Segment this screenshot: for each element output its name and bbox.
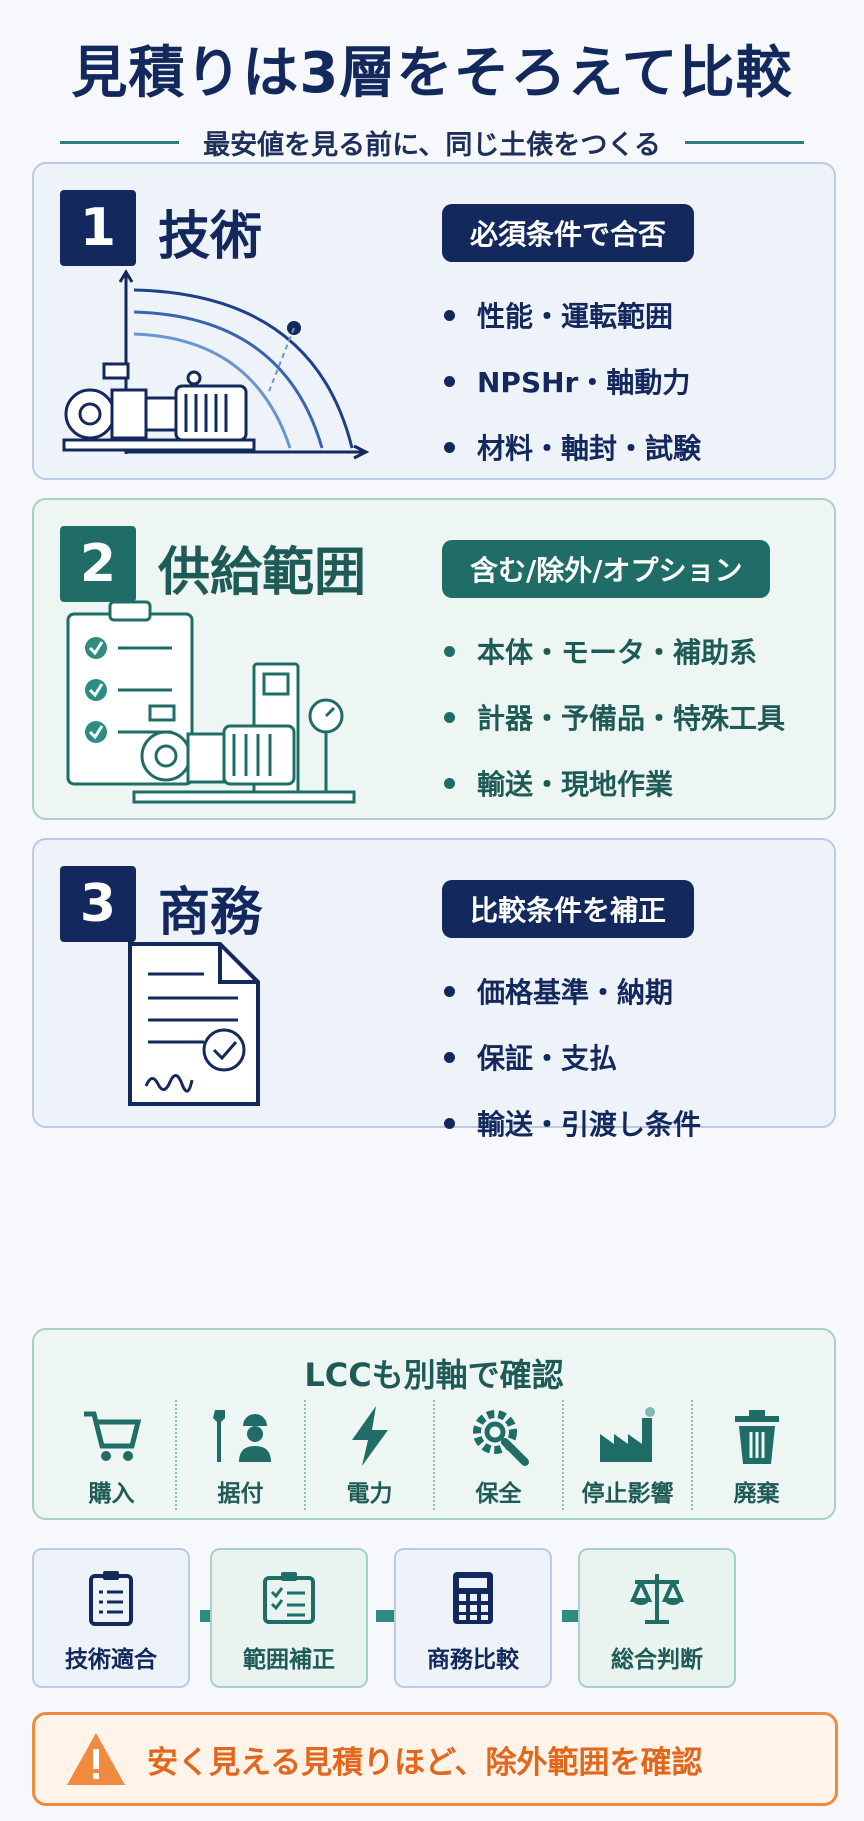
section-heading: 供給範囲 — [158, 543, 367, 603]
process-flow: 技術適合 範囲補正 商務比較 総合判断 — [32, 1548, 832, 1688]
lcc-title: LCCも別軸で確認 — [304, 1356, 564, 1394]
signed-document-icon — [128, 942, 260, 1106]
bullet-list: 性能・運転範囲 NPSHr・軸動力 材料・軸封・試験 — [444, 282, 701, 480]
lcc-items: 購入 据付 電力 保全 — [48, 1400, 820, 1510]
bullet-list: 本体・モータ・補助系 計器・予備品・特殊工具 輸送・現地作業 — [444, 618, 785, 816]
flow-step-scope: 範囲補正 — [210, 1548, 368, 1688]
list-item: 材料・軸封・試験 — [444, 414, 701, 480]
section-pill: 比較条件を補正 — [442, 880, 695, 938]
lcc-item-maintenance: 保全 — [433, 1400, 562, 1510]
pump-curve-icon — [62, 269, 370, 460]
list-item: 価格基準・納期 — [444, 958, 701, 1024]
section-heading: 技術 — [158, 207, 263, 267]
section-number: 1 — [60, 190, 136, 266]
factory-icon — [599, 1407, 655, 1462]
lcc-item-install: 据付 — [175, 1400, 304, 1510]
checklist-icon — [263, 1572, 315, 1624]
list-item: NPSHr・軸動力 — [444, 348, 701, 414]
lcc-item-purchase: 購入 — [48, 1400, 175, 1510]
subtitle-row: 最安値を見る前に、同じ土俵をつくる — [60, 122, 804, 162]
cart-icon — [83, 1411, 141, 1461]
lcc-item-power: 電力 — [304, 1400, 433, 1510]
checklist-pump-icon — [66, 600, 356, 804]
calculator-icon — [453, 1572, 493, 1624]
bullet-list: 価格基準・納期 保証・支払 輸送・引渡し条件 — [444, 958, 701, 1156]
list-item: 輸送・現地作業 — [444, 750, 785, 816]
page-title: 見積りは3層をそろえて比較 — [71, 41, 793, 106]
list-item: 輸送・引渡し条件 — [444, 1090, 701, 1156]
list-item: 本体・モータ・補助系 — [444, 618, 785, 684]
section-number: 2 — [60, 526, 136, 602]
list-item: 計器・予備品・特殊工具 — [444, 684, 785, 750]
gear-wrench-icon — [472, 1410, 529, 1466]
lcc-item-downtime: 停止影響 — [562, 1400, 691, 1510]
section-pill: 含む/除外/オプション — [442, 540, 771, 598]
subtitle: 最安値を見る前に、同じ土俵をつくる — [203, 129, 661, 161]
section-technical: 1 技術 必須条件で合否 性能・運転範囲 NPSHr・軸動力 材料・軸封・試験 — [32, 162, 836, 480]
warning-banner: 安く見える見積りほど、除外範囲を確認 — [32, 1712, 838, 1806]
subtitle-line-left — [60, 140, 180, 144]
warning-icon — [67, 1733, 125, 1785]
list-item: 保証・支払 — [444, 1024, 701, 1090]
section-pill: 必須条件で合否 — [442, 204, 695, 262]
flow-step-commercial: 商務比較 — [394, 1548, 552, 1688]
section-scope: 2 供給範囲 含む/除外/オプション 本体・モータ・補助系 計器・予備品・特殊工… — [32, 498, 836, 820]
flow-step-decision: 総合判断 — [578, 1548, 736, 1688]
trash-icon — [734, 1410, 779, 1464]
lightning-icon — [351, 1406, 388, 1466]
clipboard-icon — [89, 1571, 133, 1626]
subtitle-line-right — [684, 140, 804, 144]
lcc-panel: LCCも別軸で確認 購入 据付 電力 — [32, 1328, 836, 1520]
lcc-item-disposal: 廃棄 — [691, 1400, 820, 1510]
section-number: 3 — [60, 866, 136, 942]
section-commercial: 3 商務 比較条件を補正 価格基準・納期 保証・支払 輸送・引渡し条件 — [32, 838, 836, 1141]
warning-text: 安く見える見積りほど、除外範囲を確認 — [147, 1744, 703, 1781]
worker-tools-icon — [212, 1410, 271, 1462]
list-item: 性能・運転範囲 — [444, 282, 701, 348]
scale-icon — [629, 1574, 685, 1624]
section-heading: 商務 — [158, 883, 263, 943]
flow-step-technical: 技術適合 — [32, 1548, 190, 1688]
